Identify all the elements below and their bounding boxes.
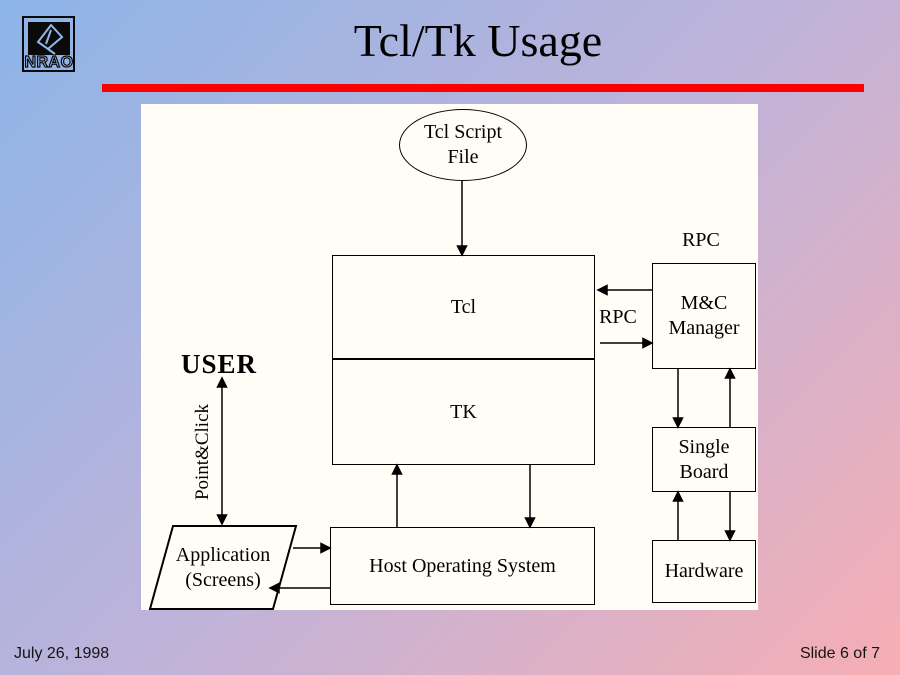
node-application-label: Application (Screens) [175, 544, 271, 591]
node-host-os-label: Host Operating System [369, 554, 556, 577]
arrow-singleboard-to-hardware [724, 492, 736, 542]
node-single-board: Single Board [652, 427, 756, 492]
diagram-canvas: Tcl Script File Tcl TK M&C Manager Singl… [141, 104, 758, 610]
node-hardware: Hardware [652, 540, 756, 603]
slide-title: Tcl/Tk Usage [353, 15, 603, 66]
point-and-click-label: Point&Click [192, 403, 213, 501]
arrow-mc-to-tcl [596, 284, 652, 296]
node-mc-manager-label: M&C Manager [668, 292, 740, 339]
node-mc-manager: M&C Manager [652, 263, 756, 369]
node-single-board-label: Single Board [678, 435, 730, 483]
footer-date: July 26, 1998 [14, 645, 110, 662]
logo-text: NRAO [24, 54, 73, 71]
rpc-label-between: RPC [599, 306, 637, 328]
node-tcl-script-file: Tcl Script File [399, 109, 527, 181]
arrow-application-to-hostos [293, 542, 332, 554]
rpc-label-top: RPC [682, 229, 720, 251]
node-hardware-label: Hardware [664, 560, 744, 582]
arrow-hostos-to-tk [391, 463, 403, 527]
footer-slide-number: Slide 6 of 7 [799, 645, 880, 662]
arrow-singleboard-to-mc [724, 367, 736, 427]
arrow-user-application-double [216, 376, 228, 526]
arrow-tk-to-hostos [524, 465, 536, 529]
user-label: USER [180, 349, 258, 379]
node-tcl-label: Tcl [450, 295, 477, 318]
arrow-mc-to-singleboard [672, 369, 684, 429]
node-tk-label: TK [450, 400, 477, 423]
node-host-os: Host Operating System [330, 527, 595, 605]
arrow-tcl-to-mc [600, 337, 654, 349]
node-tcl-script-file-label: Tcl Script File [423, 121, 503, 168]
nrao-logo: NRAO [22, 16, 75, 72]
arrow-hardware-to-singleboard [672, 490, 684, 540]
arrow-scriptfile-to-tcl [456, 181, 468, 257]
title-underline [102, 84, 864, 92]
node-tk: TK [332, 359, 595, 465]
node-tcl: Tcl [332, 255, 595, 359]
radio-telescope-icon [36, 23, 64, 55]
logo-border [22, 16, 75, 72]
